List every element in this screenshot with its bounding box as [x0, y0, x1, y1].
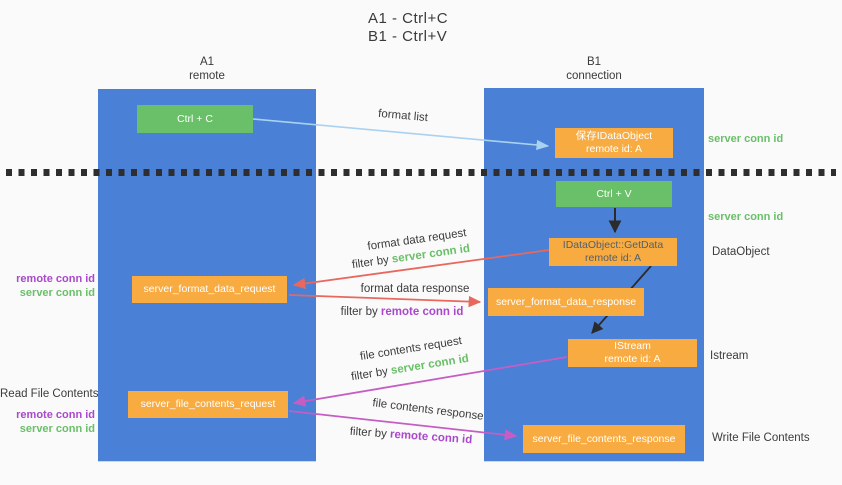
right-label-server-conn-id-mid: server conn id — [708, 211, 784, 223]
arrow-format-data-response — [288, 294, 482, 308]
node-ctrl-c: Ctrl + C — [137, 105, 253, 133]
node-save-idataobject-line2: remote id: A — [585, 143, 643, 155]
filter-by-text: filter by — [351, 253, 393, 272]
node-ctrl-v: Ctrl + V — [556, 181, 672, 207]
column-a1-title: A1 — [199, 56, 215, 68]
label-format-list: format list — [377, 107, 429, 125]
left-label-server-conn-id: server conn id — [19, 287, 95, 299]
label-filter-by-remote-conn-id-2: filter by remote conn id — [349, 426, 472, 447]
node-ctrl-c-label: Ctrl + C — [177, 112, 213, 125]
right-label-istream: Istream — [710, 350, 749, 362]
column-header-a1: A1 remote — [157, 55, 257, 83]
filter-by-text: filter by — [340, 306, 381, 318]
label-format-data-response: format data response — [360, 283, 470, 295]
filter-by-text: filter by — [349, 425, 391, 441]
node-server-format-data-request-label: server_format_data_request — [143, 283, 276, 295]
label-file-contents-response: file contents response — [371, 397, 485, 423]
node-server-format-data-response: server_format_data_response — [488, 288, 644, 316]
title-line-2: B1 - Ctrl+V — [368, 28, 448, 45]
node-istream-line2: remote id: A — [604, 353, 661, 365]
node-server-format-data-request: server_format_data_request — [132, 276, 287, 303]
node-server-file-contents-response-label: server_file_contents_response — [532, 432, 676, 445]
label-filter-by-remote-conn-id-1: filter by remote conn id — [341, 306, 464, 318]
left-label-read-server-conn-id: server conn id — [19, 423, 95, 435]
node-server-file-contents-request: server_file_contents_request — [128, 391, 288, 418]
left-label-read-remote-conn-id: remote conn id — [16, 409, 95, 421]
node-istream-line1: IStream — [614, 340, 651, 352]
left-label-remote-conn-id: remote conn id — [16, 273, 95, 285]
remote-conn-id-text: remote conn id — [380, 306, 464, 318]
remote-conn-id-text: remote conn id — [389, 428, 473, 447]
node-server-file-contents-response: server_file_contents_response — [523, 425, 685, 453]
node-server-file-contents-request-label: server_file_contents_request — [140, 398, 276, 410]
column-b1-subtitle: connection — [566, 70, 622, 82]
node-getdata-line1: IDataObject::GetData — [562, 239, 664, 251]
filter-by-text: filter by — [350, 365, 392, 384]
node-getdata-line2: remote id: A — [584, 252, 642, 264]
column-b1-title: B1 — [586, 56, 602, 68]
node-idataobject-getdata: IDataObject::GetData remote id: A — [549, 238, 677, 266]
column-a1-subtitle: remote — [189, 70, 225, 82]
right-label-write-file-contents: Write File Contents — [712, 432, 810, 444]
node-save-idataobject-line1: 保存IDataObject — [575, 130, 653, 142]
session-separator-dotted-line — [6, 169, 836, 176]
diagram-title: A1 - Ctrl+C B1 - Ctrl+V — [368, 10, 448, 46]
node-save-idataobject: 保存IDataObject remote id: A — [555, 128, 673, 158]
node-istream: IStream remote id: A — [568, 339, 697, 367]
node-ctrl-v-label: Ctrl + V — [596, 187, 632, 200]
column-header-b1: B1 connection — [544, 55, 644, 83]
node-server-format-data-response-label: server_format_data_response — [495, 295, 637, 308]
right-label-server-conn-id-top: server conn id — [708, 133, 784, 145]
left-label-read-file-contents: Read File Contents — [0, 388, 99, 400]
right-label-dataobject: DataObject — [712, 246, 770, 258]
title-line-1: A1 - Ctrl+C — [368, 10, 449, 27]
